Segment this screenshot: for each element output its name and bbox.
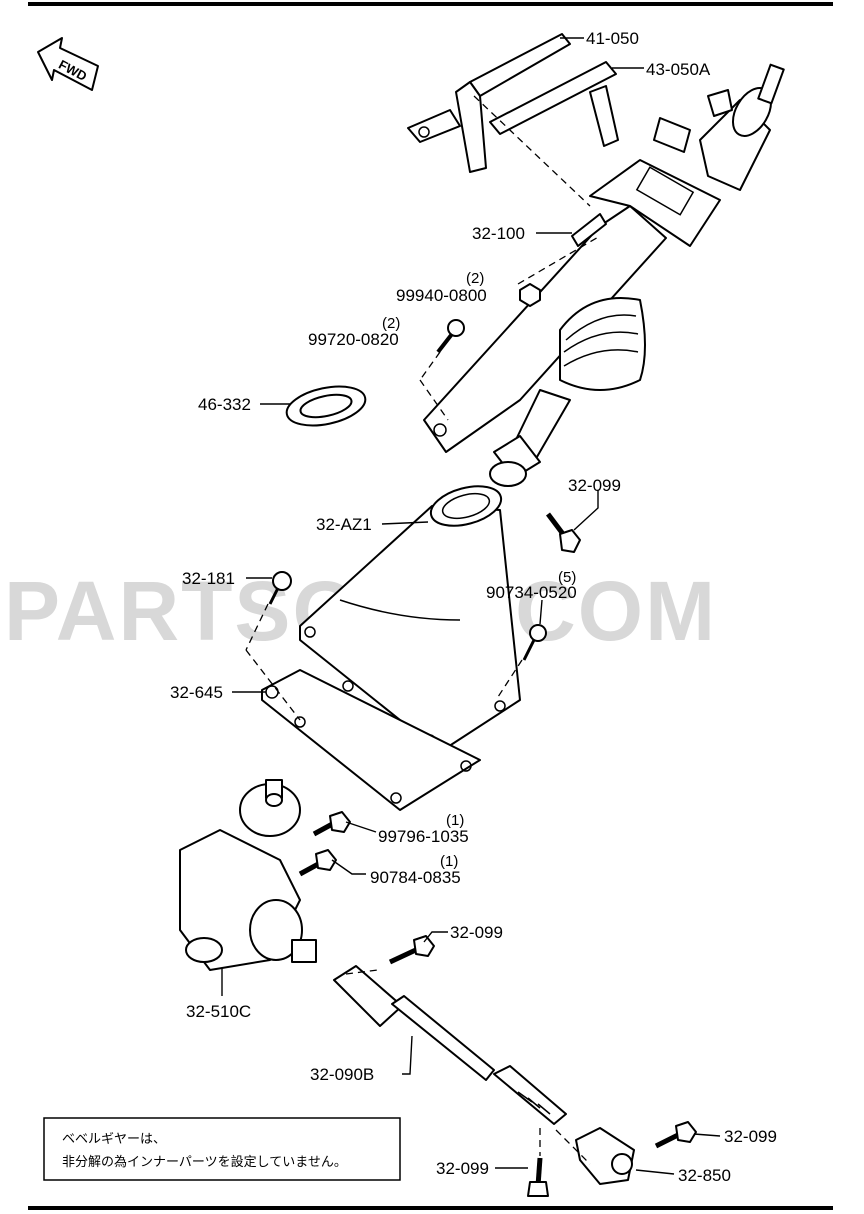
bracket-41-050: [407, 33, 571, 173]
qty-99796-1035: (1): [446, 812, 464, 829]
label-32-099-d: 32-099: [436, 1159, 489, 1178]
top-border: [28, 2, 833, 6]
qty-90734-0520: (5): [558, 569, 576, 586]
fwd-arrow-icon: FWD: [37, 37, 99, 91]
bolt-32-099-bottom: [527, 1157, 549, 1197]
note-line-2: 非分解の為インナーパーツを設定していません。: [62, 1154, 347, 1170]
intermediate-shaft-32-090B: [333, 965, 567, 1125]
label-32-AZ1: 32-AZ1: [316, 515, 372, 534]
gear-box-32-510C: [179, 779, 317, 971]
label-99720-0820: 99720-0820: [308, 330, 399, 349]
label-32-099-b: 32-099: [450, 923, 503, 942]
nut-99940-0800: [519, 283, 541, 307]
grommet-46-332: [285, 385, 367, 427]
label-43-050A: 43-050A: [646, 60, 711, 79]
note-line-1: ベベルギヤーは、: [62, 1132, 166, 1147]
label-32-645: 32-645: [170, 683, 223, 702]
label-32-099-c: 32-099: [724, 1127, 777, 1146]
qty-99720-0820: (2): [382, 315, 400, 332]
screw-90734-0520: [522, 624, 547, 661]
bolt-32-099-mid: [388, 935, 435, 965]
assembly-lines: [245, 95, 601, 1165]
screw-32-181: [268, 571, 292, 605]
label-41-050: 41-050: [586, 29, 639, 48]
label-46-332: 46-332: [198, 395, 251, 414]
bolt-90784-0835: [298, 849, 337, 877]
bottom-border: [28, 1206, 833, 1210]
note-box: ベベルギヤーは、 非分解の為インナーパーツを設定していません。: [43, 1117, 401, 1181]
label-32-181: 32-181: [182, 569, 235, 588]
qty-99940-0800: (2): [466, 270, 484, 287]
part-32-100: [571, 213, 607, 247]
label-99940-0800: 99940-0800: [396, 286, 487, 305]
label-32-100: 32-100: [472, 224, 525, 243]
label-32-850: 32-850: [678, 1166, 731, 1185]
bracket-43-050A: [489, 61, 619, 147]
bolt-99720-0820: [436, 319, 465, 354]
leader-lines: [221, 37, 721, 1175]
label-32-090B: 32-090B: [310, 1065, 374, 1084]
label-90734-0520: 90734-0520: [486, 583, 577, 602]
bolt-32-099-upper: [546, 512, 581, 553]
label-32-510C: 32-510C: [186, 1002, 251, 1021]
label-32-099-a: 32-099: [568, 476, 621, 495]
bolt-32-099-right: [654, 1121, 697, 1149]
joint-32-850: [575, 1127, 635, 1185]
label-90784-0835: 90784-0835: [370, 868, 461, 887]
steering-column-upper: [423, 63, 785, 487]
qty-90784-0835: (1): [440, 853, 458, 870]
bolt-99796-1035: [312, 811, 351, 837]
label-99796-1035: 99796-1035: [378, 827, 469, 846]
